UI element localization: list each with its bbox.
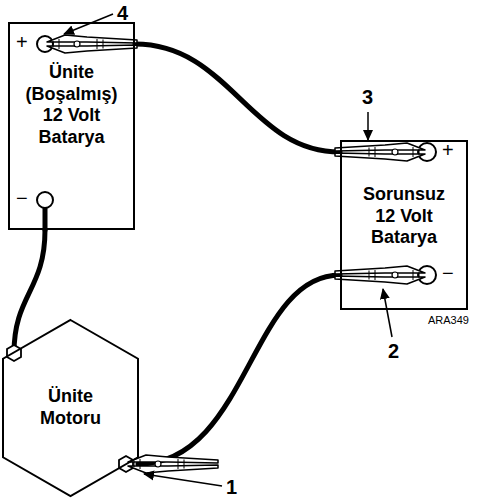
battery-terminal xyxy=(418,266,436,284)
jumper-clamp xyxy=(47,35,137,53)
battery-box: Sorunsuz 12 Volt Batarya xyxy=(340,140,468,310)
engine-hexagon: Ünite Motoru xyxy=(3,320,138,496)
battery-terminal xyxy=(37,36,53,52)
callout-number: 4 xyxy=(117,2,128,25)
jumper-cable xyxy=(14,230,45,353)
terminal-sign: + xyxy=(442,139,454,162)
callout-number: 3 xyxy=(362,86,373,109)
callout-number: 2 xyxy=(388,340,399,363)
figure-code: ARA349 xyxy=(428,314,469,327)
leader-arrow xyxy=(367,112,369,140)
leader-arrow xyxy=(144,474,222,486)
jumper-cable xyxy=(138,275,340,464)
terminal-sign: + xyxy=(16,31,28,54)
node-label: Ünite (Boşalmış) 12 Volt Batarya xyxy=(22,62,122,148)
battery-terminal xyxy=(418,143,436,161)
jumper-cable xyxy=(135,44,340,152)
leader-arrow xyxy=(383,289,392,337)
jumper-clamp xyxy=(335,266,425,284)
battery-terminal xyxy=(37,192,53,208)
leader-arrow xyxy=(64,14,113,34)
terminal-sign: − xyxy=(16,187,28,210)
jumper-clamp xyxy=(335,143,425,161)
callout-number: 1 xyxy=(226,476,237,499)
terminal-sign: − xyxy=(442,262,454,285)
node-label: Ünite Motoru xyxy=(31,386,111,429)
jumper-clamp xyxy=(128,455,218,473)
hexagon-outline xyxy=(3,320,138,496)
node-label: Sorunsuz 12 Volt Batarya xyxy=(356,184,452,249)
